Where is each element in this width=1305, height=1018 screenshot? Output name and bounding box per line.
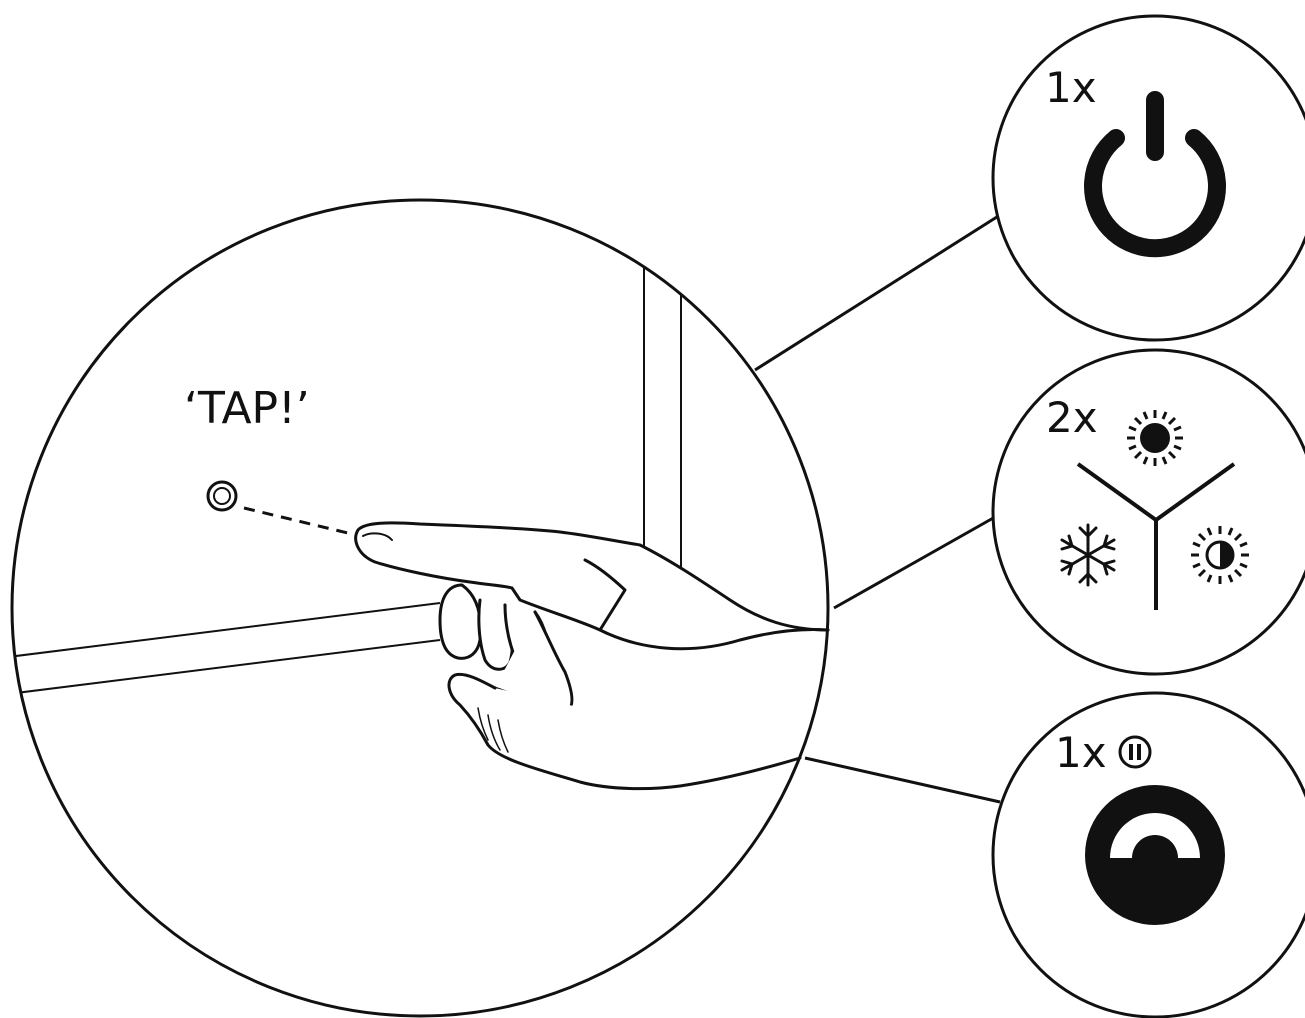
pointing-hand-icon [354, 521, 830, 791]
callout-dimmer: 1x [991, 691, 1305, 1018]
trim-line-top [12, 602, 441, 659]
pause-icon [1118, 735, 1152, 769]
callout-power-count: 1x [1045, 63, 1097, 112]
trim-line-bottom [12, 639, 441, 696]
tap-dashed-line [243, 506, 353, 536]
callout-mode-count: 2x [1046, 393, 1098, 442]
snowflake-icon [1060, 523, 1116, 587]
callout-mode: 2x [991, 348, 1305, 676]
connector-dimmer [804, 756, 1001, 804]
callout-power: 1x [991, 14, 1305, 342]
connector-power [754, 213, 1001, 372]
half-sun-icon [1191, 526, 1249, 584]
dimmer-dial-icon [1085, 785, 1225, 925]
connector-lines [754, 213, 1001, 804]
tap-label: ‘TAP!’ [184, 383, 310, 434]
power-icon [1084, 91, 1226, 258]
connector-mode [833, 515, 996, 610]
main-view-circle: ‘TAP!’ [10, 198, 830, 1018]
callout-dimmer-count: 1x [1055, 728, 1107, 777]
sun-icon [1127, 410, 1183, 466]
touch-target-icon [206, 480, 238, 512]
mode-divider-lines [1076, 462, 1236, 610]
